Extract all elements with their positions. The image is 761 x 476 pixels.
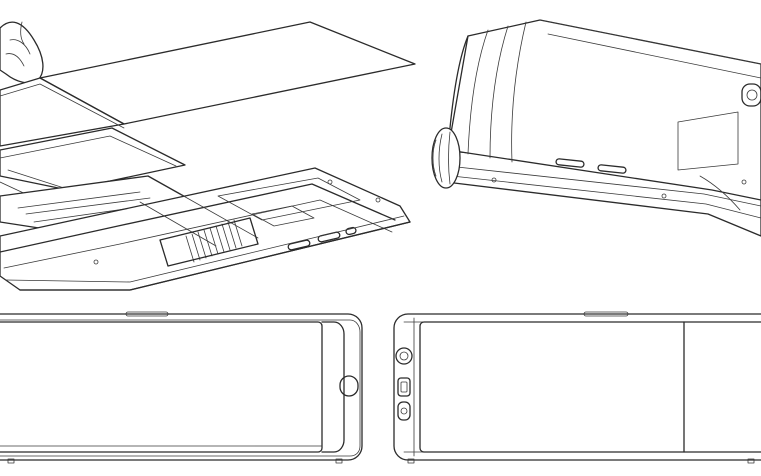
exploded-view bbox=[0, 21, 416, 291]
cover-display bbox=[677, 111, 739, 171]
folded-view bbox=[431, 19, 761, 237]
side-controls bbox=[395, 347, 413, 421]
housing-frame bbox=[0, 167, 411, 291]
fingerprint-button bbox=[339, 375, 359, 397]
main-display bbox=[419, 321, 761, 453]
display-panel-layer bbox=[0, 127, 186, 191]
finger-illustration bbox=[0, 21, 44, 84]
unfolded-front-view bbox=[393, 311, 761, 464]
hinge-mechanism bbox=[159, 217, 259, 267]
camera-module bbox=[741, 83, 761, 107]
hinge-roll bbox=[431, 127, 461, 189]
unfolded-back-view bbox=[0, 311, 363, 464]
